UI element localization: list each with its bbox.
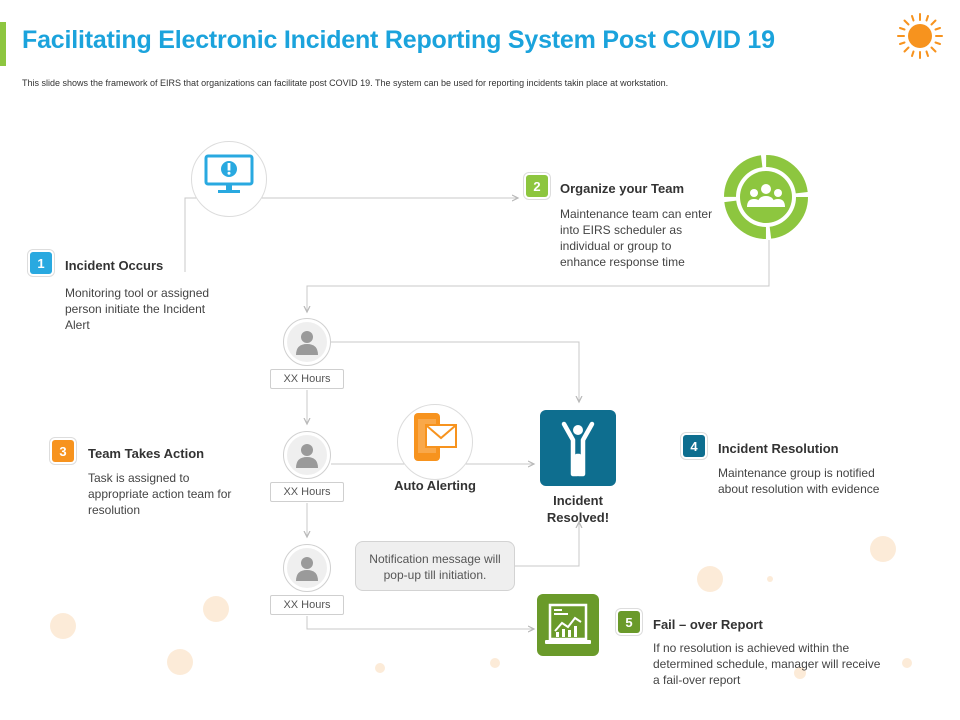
user-avatar-1 bbox=[283, 318, 331, 366]
step-4-title: Incident Resolution bbox=[718, 441, 839, 456]
connector-hours3-to-report bbox=[306, 616, 534, 629]
step-1-title: Incident Occurs bbox=[65, 258, 164, 273]
step-2-badge: 2 bbox=[526, 175, 548, 197]
step-4-badge: 4 bbox=[683, 435, 705, 457]
user-icon bbox=[296, 331, 318, 355]
step-3-description: Task is assigned to appropriate action t… bbox=[88, 471, 232, 517]
step-5-badge: 5 bbox=[618, 611, 640, 633]
user-icon bbox=[296, 557, 318, 581]
step-5-description: If no resolution is achieved within the … bbox=[653, 641, 881, 687]
auto-alerting-label: Auto Alerting bbox=[394, 478, 476, 493]
step-5-title: Fail – over Report bbox=[653, 617, 763, 632]
page-subtitle: This slide shows the framework of EIRS t… bbox=[22, 78, 669, 88]
connector-hours1-to-resolved bbox=[331, 341, 579, 402]
step-1-description: Monitoring tool or assigned person initi… bbox=[65, 286, 210, 332]
step-2-title: Organize your Team bbox=[560, 181, 685, 196]
person-raised-arms-icon bbox=[561, 421, 595, 477]
connector-team-down bbox=[307, 240, 770, 312]
report-tile bbox=[537, 594, 599, 656]
step-1-badge: 1 bbox=[30, 252, 52, 274]
user-avatar-3 bbox=[283, 544, 331, 592]
page-title: Facilitating Electronic Incident Reporti… bbox=[22, 26, 775, 54]
report-chart-icon bbox=[545, 603, 591, 644]
step-4-description: Maintenance group is notified about reso… bbox=[718, 466, 880, 496]
step-3-badge: 3 bbox=[52, 440, 74, 462]
hours-label-3: XX Hours bbox=[270, 595, 344, 615]
connector-notification-to-resolved bbox=[515, 522, 579, 567]
user-avatar-2 bbox=[283, 431, 331, 479]
title-accent-bar bbox=[0, 22, 6, 66]
step-3-title: Team Takes Action bbox=[88, 446, 205, 461]
hours-label-2: XX Hours bbox=[270, 482, 344, 502]
monitor-icon-ring bbox=[191, 141, 267, 217]
team-circle-icon bbox=[722, 153, 810, 246]
user-icon bbox=[296, 444, 318, 468]
sun-icon bbox=[896, 12, 944, 65]
connector-incident-to-team bbox=[184, 198, 518, 272]
monitor-alert-icon bbox=[204, 154, 254, 201]
incident-resolved-tile bbox=[540, 410, 616, 486]
phone-mail-icon bbox=[410, 411, 460, 468]
incident-resolved-label: Incident Resolved! bbox=[546, 493, 610, 525]
step-2-description: Maintenance team can enter into EIRS sch… bbox=[560, 207, 713, 269]
notification-box: Notification message will pop-up till in… bbox=[355, 541, 515, 591]
hours-label-1: XX Hours bbox=[270, 369, 344, 389]
